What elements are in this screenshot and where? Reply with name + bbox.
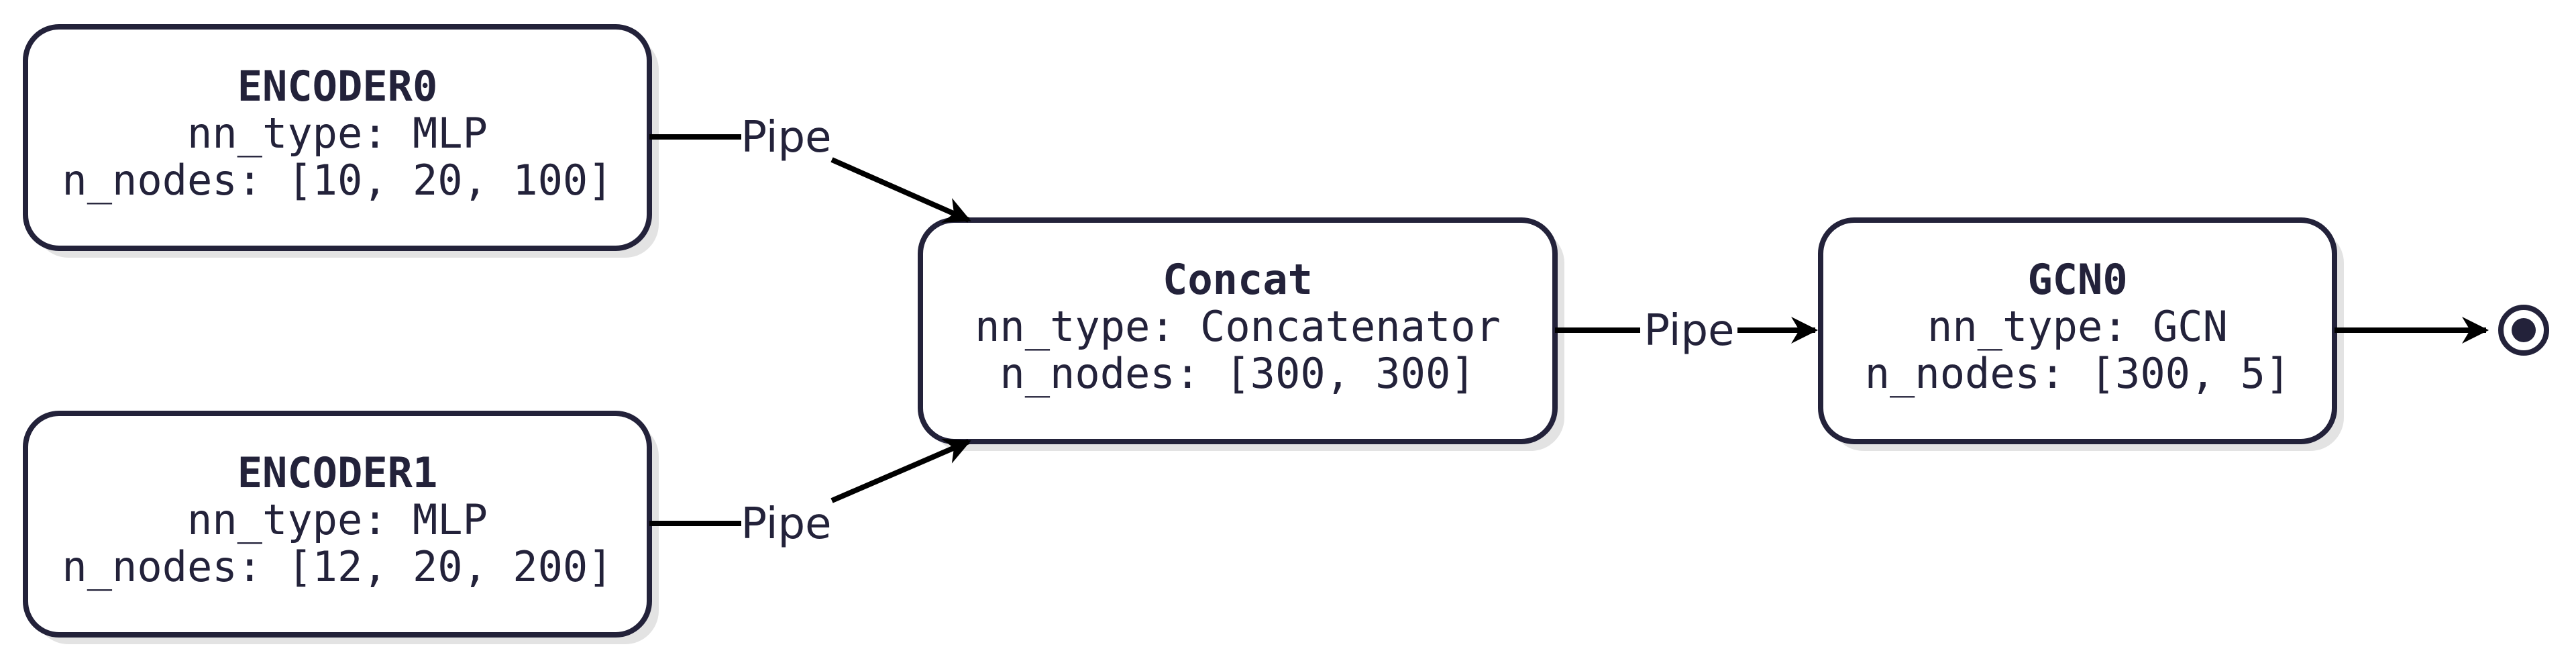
node-concat-type: nn_type: Concatenator [975, 302, 1501, 351]
edge-encoder1-segment-2 [830, 438, 971, 503]
node-encoder1-nodes: n_nodes: [12, 20, 200] [62, 542, 612, 591]
node-encoder0-nodes: n_nodes: [10, 20, 100] [62, 156, 612, 205]
final-state-icon[interactable] [2498, 305, 2549, 356]
node-encoder1[interactable]: ENCODER1 nn_type: MLP n_nodes: [12, 20, … [23, 411, 659, 644]
edge-encoder1-label: Pipe [741, 499, 832, 549]
node-encoder0-type: nn_type: MLP [187, 109, 488, 158]
node-gcn0-title: GCN0 [2027, 255, 2127, 304]
edge-concat-to-gcn0[interactable]: Pipe [1555, 306, 1818, 356]
edge-encoder1-to-concat[interactable]: Pipe [649, 438, 971, 549]
node-concat-title: Concat [1163, 255, 1313, 304]
edge-encoder0-segment-2 [830, 157, 971, 223]
node-encoder1-type: nn_type: MLP [187, 495, 488, 544]
edge-encoder0-to-concat[interactable]: Pipe [649, 113, 971, 223]
node-concat-nodes: n_nodes: [300, 300] [1000, 349, 1475, 398]
node-gcn0[interactable]: GCN0 nn_type: GCN n_nodes: [300, 5] [1818, 217, 2344, 451]
node-encoder0[interactable]: ENCODER0 nn_type: MLP n_nodes: [10, 20, … [23, 24, 659, 258]
node-encoder1-title: ENCODER1 [237, 448, 438, 497]
edge-concat-label: Pipe [1644, 306, 1735, 356]
edge-encoder0-label: Pipe [741, 113, 832, 162]
node-gcn0-nodes: n_nodes: [300, 5] [1865, 349, 2291, 398]
node-gcn0-type: nn_type: GCN [1927, 302, 2228, 351]
node-encoder0-title: ENCODER0 [237, 62, 438, 111]
node-concat[interactable]: Concat nn_type: Concatenator n_nodes: [3… [918, 217, 1564, 451]
